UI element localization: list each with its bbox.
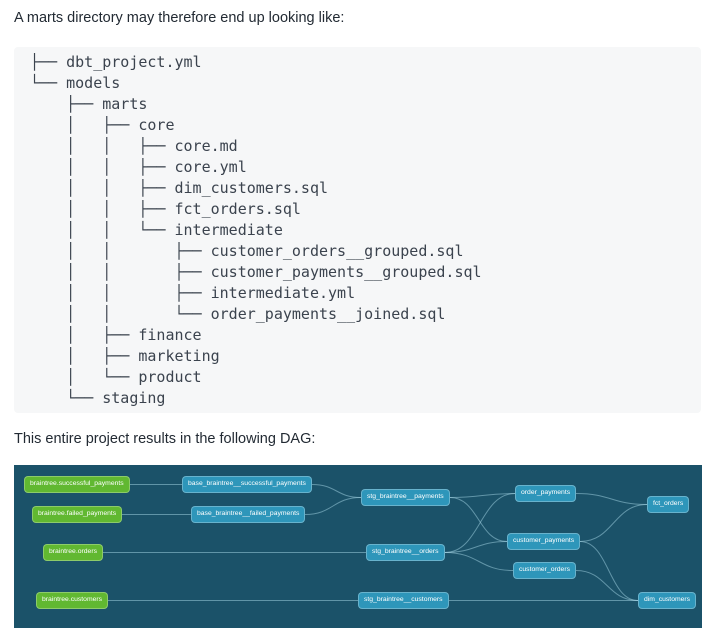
directory-tree-code-block: ├── dbt_project.yml └── models ├── marts…	[14, 47, 701, 413]
dag-node-braintree-customers: braintree.customers	[36, 592, 109, 609]
dag-edge	[449, 497, 508, 542]
dag-edge	[449, 493, 516, 498]
intro-paragraph: A marts directory may therefore end up l…	[14, 10, 345, 26]
dag-node-stg-braintree-customers: stg_braintree__customers	[358, 592, 449, 609]
dag-node-base-braintree-failed-payments: base_braintree__failed_payments	[191, 506, 306, 523]
dag-edge	[575, 493, 648, 505]
dag-image: braintree.successful_payments base_braint…	[14, 465, 702, 628]
dag-node-base-braintree-successful-payments: base_braintree__successful_payments	[182, 476, 312, 493]
dag-node-braintree-failed-payments: braintree.failed_payments	[32, 506, 123, 523]
dag-edge	[311, 484, 362, 498]
dag-edge	[444, 541, 508, 553]
dag-node-customer-orders: customer_orders	[513, 562, 576, 579]
dag-node-braintree-successful-payments: braintree.successful_payments	[24, 476, 130, 493]
dag-edge	[579, 541, 639, 601]
doc-content: A marts directory may therefore end up l…	[14, 9, 702, 628]
dag-node-order-payments: order_payments	[515, 485, 577, 502]
dag-node-fct-orders: fct_orders	[647, 496, 690, 513]
dag-node-braintree-orders: braintree.orders	[43, 544, 103, 561]
dag-edge	[579, 504, 648, 542]
dag-edge	[444, 493, 516, 553]
dag-node-stg-braintree-orders: stg_braintree__orders	[366, 544, 445, 561]
dag-node-stg-braintree-payments: stg_braintree__payments	[361, 489, 450, 506]
dag-edge	[575, 570, 639, 601]
dag-intro-paragraph: This entire project results in the follo…	[14, 431, 316, 447]
dag-node-dim-customers: dim_customers	[638, 592, 697, 609]
dag-edge	[444, 552, 514, 571]
dag-node-customer-payments: customer_payments	[507, 533, 581, 550]
dag-edge	[304, 497, 362, 515]
dag-edges-layer	[103, 484, 648, 601]
